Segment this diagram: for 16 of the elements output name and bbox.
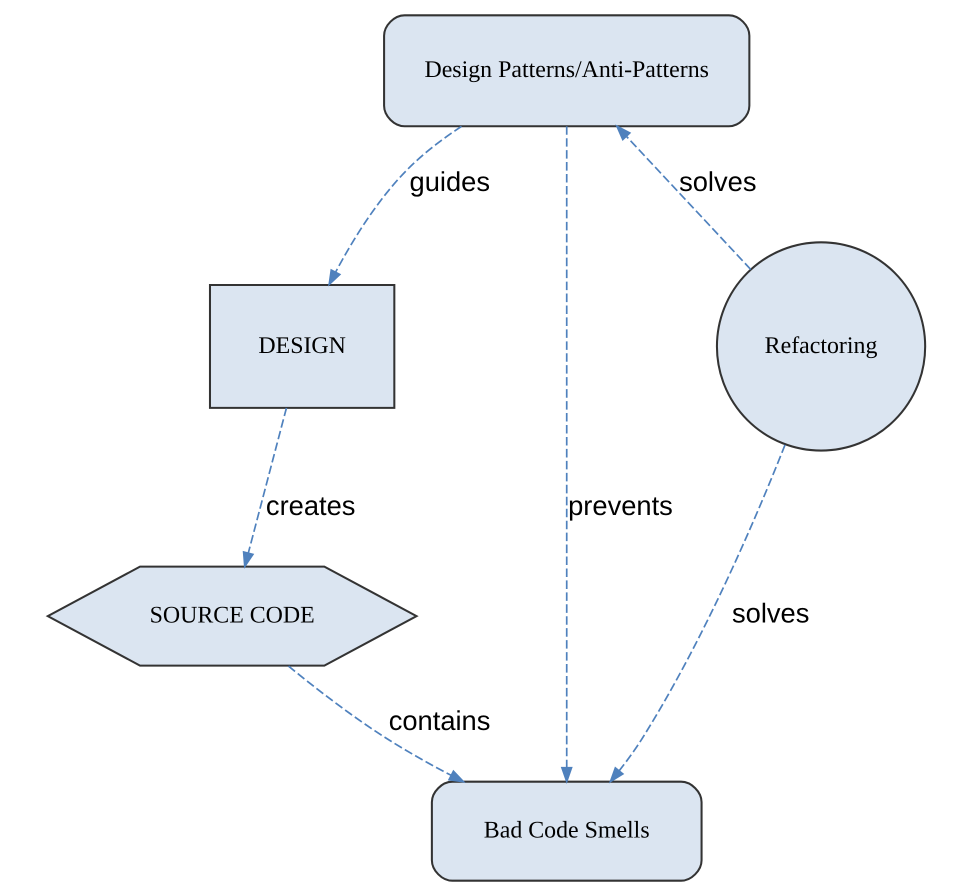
arrow xyxy=(287,665,466,783)
node-circle: Refactoring xyxy=(715,241,926,452)
node-box: DESIGN xyxy=(208,284,395,409)
edge-label: prevents xyxy=(568,490,672,522)
arrow xyxy=(614,124,751,270)
arrow xyxy=(560,126,572,784)
edge-label: solves xyxy=(678,166,756,197)
node-box: Design Patterns/Anti-Patterns xyxy=(382,14,750,128)
arrow xyxy=(242,408,287,569)
edge-label: contains xyxy=(388,705,490,736)
edge-label: guides xyxy=(409,166,490,197)
node-box: Bad Code Smells xyxy=(430,780,702,882)
arrow xyxy=(328,126,462,287)
edge-label: solves xyxy=(732,598,809,629)
arrow xyxy=(608,444,786,784)
edge-label: creates xyxy=(265,490,355,522)
